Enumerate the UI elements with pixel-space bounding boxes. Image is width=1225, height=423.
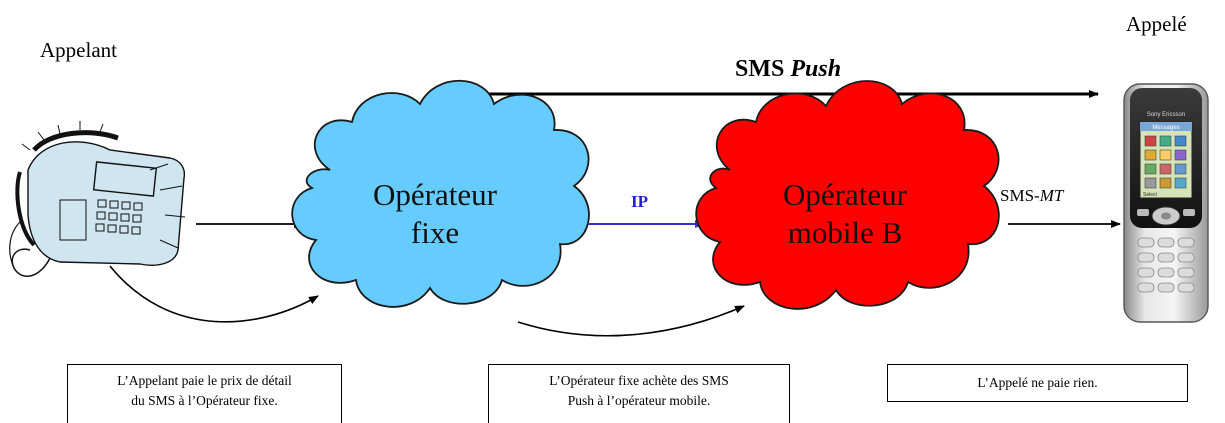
phone-brand: Sony Ericsson	[1147, 112, 1185, 118]
cloud-mobile-line2: mobile B	[787, 215, 903, 250]
note3-line1: L’Appelé ne paie rien.	[977, 375, 1098, 390]
desk-phone-icon	[9, 121, 186, 278]
phone-screen-title: Messages	[1152, 125, 1179, 131]
phone-softkey: Select	[1143, 192, 1158, 198]
sms-push-prefix: SMS	[735, 56, 791, 82]
cloud-operateur-mobile	[695, 80, 1000, 310]
label-appelant: Appelant	[40, 38, 117, 62]
note-operateur-achete: L’Opérateur fixe achète des SMS Push à l…	[488, 364, 790, 423]
cloud-fixe-line2: fixe	[410, 215, 460, 250]
cloud-fixe-line1: Opérateur	[373, 177, 497, 212]
payment-curve-2	[517, 305, 745, 337]
label-ip: IP	[631, 192, 648, 211]
note-appele-rien: L’Appelé ne paie rien.	[887, 364, 1188, 402]
cloud-fixe-label: Opérateur fixe	[340, 176, 530, 252]
label-sms-mt: SMS-MT	[1000, 186, 1063, 206]
label-appele: Appelé	[1126, 12, 1187, 36]
cloud-mobile-line1: Opérateur	[783, 177, 907, 212]
note-appelant-paie: L’Appelant paie le prix de détail du SMS…	[67, 364, 342, 423]
cloud-operateur-fixe	[291, 79, 590, 308]
smsmt-em: MT	[1039, 186, 1064, 205]
payment-curve-1	[109, 265, 319, 323]
note2-line1: L’Opérateur fixe achète des SMS	[549, 373, 729, 388]
sms-push-em: Push	[790, 56, 842, 82]
note2-line2: Push à l’opérateur mobile.	[567, 393, 711, 408]
cloud-mobile-label: Opérateur mobile B	[745, 176, 945, 252]
label-sms-push: SMS Push	[735, 56, 841, 83]
note1-line2: du SMS à l’Opérateur fixe.	[131, 393, 278, 408]
smsmt-prefix: SMS-	[1000, 186, 1040, 205]
mobile-phone-icon: Sony Ericsson Messages Select	[1123, 83, 1209, 323]
note1-line1: L’Appelant paie le prix de détail	[117, 373, 292, 388]
